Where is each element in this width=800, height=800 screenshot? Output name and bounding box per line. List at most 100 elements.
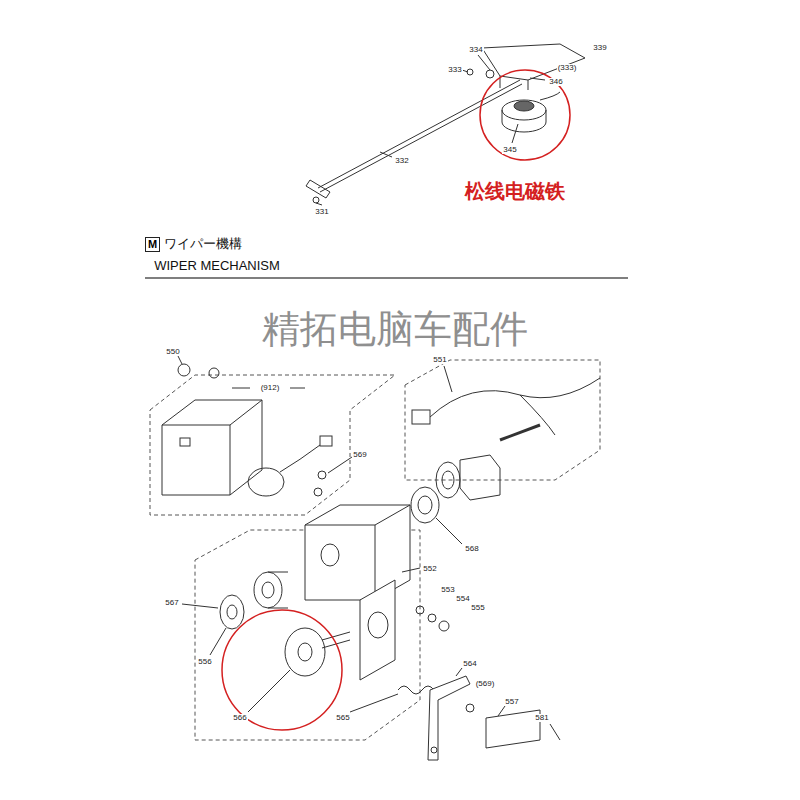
disc-hole xyxy=(227,605,237,619)
bracket-edge xyxy=(305,505,410,525)
callout-number: 564 xyxy=(462,660,477,669)
callout-number: 331 xyxy=(314,208,329,217)
screw xyxy=(178,364,190,376)
screw xyxy=(314,488,322,496)
wire xyxy=(540,92,560,100)
spring xyxy=(398,686,434,694)
bracket-line xyxy=(232,388,250,389)
cover-edge xyxy=(230,425,231,495)
solenoid xyxy=(502,100,546,120)
pin xyxy=(500,425,540,440)
bracket-edge xyxy=(528,80,529,90)
boxed-letter: M xyxy=(145,237,160,252)
callout-number: 556 xyxy=(197,658,212,667)
callout-number: 552 xyxy=(422,565,437,574)
box-letter: M xyxy=(148,239,157,250)
washer-hole xyxy=(418,496,432,514)
cover-hole xyxy=(180,438,190,446)
callout-number: 332 xyxy=(394,157,409,166)
arm xyxy=(428,676,470,760)
cover xyxy=(162,400,262,495)
bracket-edge xyxy=(375,525,376,600)
solenoid xyxy=(502,110,546,132)
cover-edge xyxy=(162,400,262,425)
screw xyxy=(466,704,474,712)
motor-block xyxy=(460,455,500,500)
callout-number: (569) xyxy=(475,680,496,689)
callout-number: (912) xyxy=(260,384,281,393)
gear xyxy=(436,462,460,498)
leader-line xyxy=(328,457,352,473)
coupling-hole xyxy=(262,582,274,598)
heading-english: WIPER MECHANISM xyxy=(153,259,281,273)
leader-line xyxy=(350,694,398,712)
callout-number: 346 xyxy=(548,78,563,87)
bracket xyxy=(482,44,585,80)
leader-line xyxy=(478,55,490,70)
coupling xyxy=(254,572,282,608)
washer xyxy=(416,606,424,614)
callout-number: 339 xyxy=(592,44,607,53)
bracket-plate xyxy=(360,580,395,680)
watermark: 精拓电脑车配件 xyxy=(261,309,529,351)
leader-line xyxy=(456,668,462,676)
callout-number: 333 xyxy=(447,66,462,75)
washer xyxy=(428,614,436,622)
bracket-hole xyxy=(321,544,339,566)
rod xyxy=(318,80,522,192)
callout-number: 555 xyxy=(470,604,485,613)
plate-557 xyxy=(486,710,540,748)
highlight-circle xyxy=(480,70,570,160)
coupling-body xyxy=(268,572,288,608)
leader-line xyxy=(498,706,505,716)
arm-hole xyxy=(431,747,437,753)
callout-number: 566 xyxy=(232,714,247,723)
leader-line xyxy=(530,78,545,80)
clutch-solenoid xyxy=(285,628,325,676)
group-outline xyxy=(150,375,395,515)
leader-line xyxy=(444,366,452,392)
callout-number: (333) xyxy=(557,64,578,73)
clutch-core xyxy=(298,643,312,661)
wire xyxy=(280,445,320,472)
heading-title: ワイパー機構 xyxy=(164,237,242,251)
plate-hole xyxy=(368,612,388,638)
leader-line xyxy=(248,670,290,712)
leader-line xyxy=(402,568,420,572)
screw xyxy=(318,471,326,479)
callout-number: 554 xyxy=(455,595,470,604)
callout-number: 565 xyxy=(335,714,350,723)
part-name: 松线电磁铁 xyxy=(464,180,566,202)
screw xyxy=(313,197,319,203)
leader-line xyxy=(178,356,182,364)
washer xyxy=(411,487,439,523)
leader-line xyxy=(512,124,518,143)
rod-end xyxy=(306,180,330,198)
sensor xyxy=(248,468,284,496)
knurled-disc xyxy=(220,595,244,629)
callout-number: 334 xyxy=(468,46,483,55)
callout-number: 567 xyxy=(164,599,179,608)
leader-line xyxy=(182,604,218,608)
leader-line xyxy=(462,70,468,72)
connector-plug xyxy=(412,410,430,424)
solenoid-core xyxy=(514,101,534,111)
callout-number: 568 xyxy=(464,545,479,554)
callout-number: 551 xyxy=(432,356,447,365)
callout-number: 553 xyxy=(440,586,455,595)
group-outline xyxy=(405,360,600,480)
leader-line xyxy=(550,724,560,740)
leader-line xyxy=(436,518,462,544)
callout-number: 345 xyxy=(502,146,517,155)
leader-line xyxy=(316,203,322,205)
callout-number: 557 xyxy=(504,698,519,707)
connector-plug xyxy=(320,436,332,446)
cable xyxy=(430,378,600,435)
callout-number: 569 xyxy=(352,451,367,460)
gear-hub xyxy=(442,471,454,489)
screw xyxy=(209,368,219,378)
washer xyxy=(486,70,494,78)
